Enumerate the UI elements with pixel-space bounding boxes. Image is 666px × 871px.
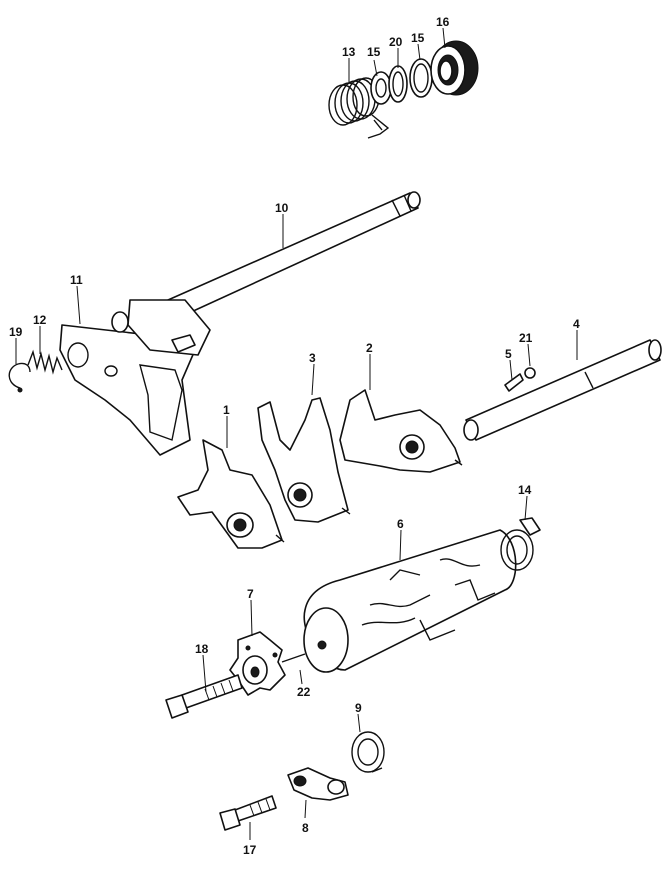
label-6: 6	[397, 517, 404, 531]
label-8: 8	[302, 821, 309, 835]
label-3: 3	[309, 351, 316, 365]
label-17: 17	[243, 843, 257, 857]
washer-20	[388, 65, 408, 103]
label-15a: 15	[367, 45, 381, 59]
leader-lines	[15, 27, 578, 840]
label-7: 7	[247, 587, 254, 601]
spring-12	[27, 349, 63, 375]
shift-arm-11	[59, 299, 211, 456]
shift-fork-1	[177, 439, 285, 549]
stopper-arm-8	[287, 767, 349, 801]
spring-9	[351, 731, 385, 773]
shift-fork-3	[257, 397, 351, 523]
washer-15	[409, 58, 433, 98]
label-19: 19	[9, 325, 23, 339]
label-1: 1	[223, 403, 230, 417]
gearshift-spindle-10	[167, 191, 421, 319]
fork-shaft-4	[463, 339, 662, 441]
label-5: 5	[505, 347, 512, 361]
label-18: 18	[195, 642, 209, 656]
label-2: 2	[366, 341, 373, 355]
collar-15	[370, 71, 392, 105]
shift-drum-6	[303, 529, 517, 673]
bolt-18	[165, 674, 243, 719]
ball-21	[524, 367, 536, 379]
label-15b: 15	[411, 31, 425, 45]
oil-seal-16	[430, 40, 479, 96]
bolt-17	[219, 795, 277, 831]
label-10: 10	[275, 201, 289, 215]
label-4: 4	[573, 317, 580, 331]
pin-22	[281, 653, 306, 663]
label-21: 21	[519, 331, 533, 345]
pin-5	[504, 373, 524, 392]
drum-center-7	[229, 631, 286, 696]
label-14: 14	[518, 483, 532, 497]
label-20: 20	[389, 35, 403, 49]
label-11: 11	[70, 273, 83, 287]
label-22: 22	[297, 685, 311, 699]
label-9: 9	[355, 701, 362, 715]
label-12: 12	[33, 313, 47, 327]
shift-fork-2	[339, 389, 463, 473]
clip-14	[500, 517, 541, 571]
label-13: 13	[342, 45, 356, 59]
part-labels: 13 15 20 15 16 10 11 12 19 3 2 1 4 21 5 …	[9, 15, 580, 857]
circlip-19	[8, 362, 31, 393]
label-16: 16	[436, 15, 450, 29]
